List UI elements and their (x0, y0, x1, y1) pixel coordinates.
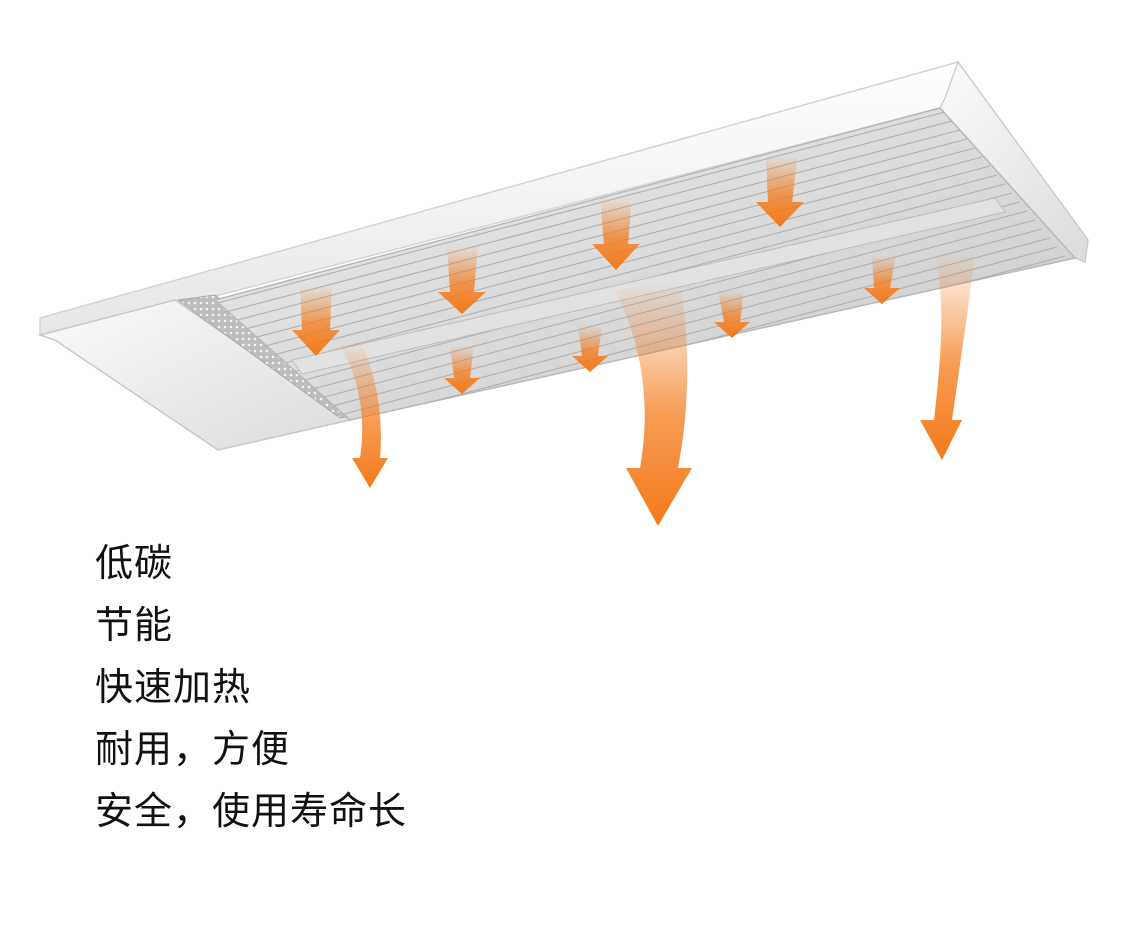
heat-arrow-icon (438, 245, 486, 314)
heat-arrow-icon (864, 255, 900, 304)
feature-safe-long-life: 安全，使用寿命长 (95, 789, 408, 833)
heat-arrows (292, 155, 975, 526)
heat-arrow-icon (340, 340, 388, 488)
heat-arrow-icon (592, 198, 640, 270)
heat-arrow-icon (756, 155, 804, 227)
feature-list: 低碳 节能 快速加热 耐用，方便 安全，使用寿命长 (95, 532, 407, 842)
heater-illustration (37, 60, 1089, 526)
feature-durable-convenient: 耐用，方便 (95, 727, 291, 771)
heat-arrow-icon (444, 345, 480, 394)
heat-arrow-icon (714, 290, 750, 338)
heat-arrow-icon (615, 280, 692, 526)
feature-fast-heating: 快速加热 (95, 665, 252, 709)
heat-arrow-icon (292, 285, 340, 356)
feature-low-carbon: 低碳 (95, 541, 174, 585)
feature-energy-saving: 节能 (95, 603, 174, 647)
heat-arrow-icon (920, 250, 975, 460)
heat-arrow-icon (572, 325, 608, 372)
